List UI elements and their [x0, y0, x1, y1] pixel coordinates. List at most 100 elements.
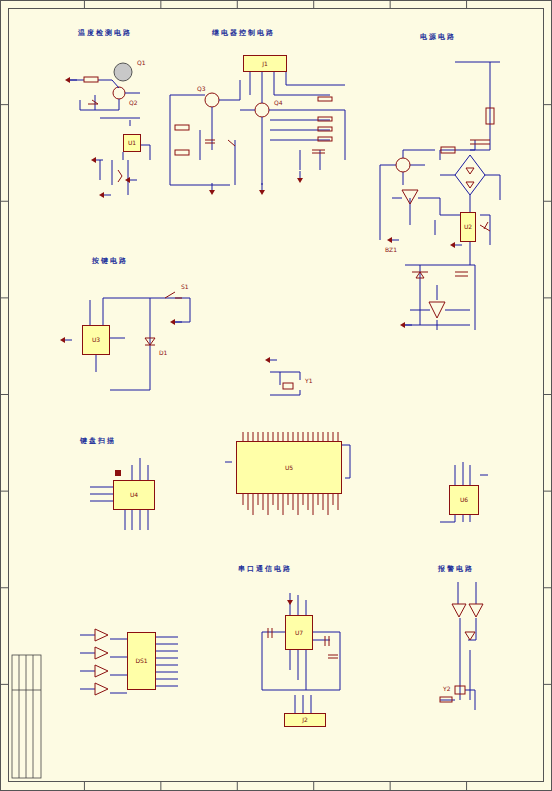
mcu-pin: [323, 494, 324, 510]
part-designator: U4: [130, 492, 138, 498]
mcu-pin: [278, 432, 279, 441]
segment-line: [156, 637, 178, 638]
frame-ticks: [84, 0, 85, 8]
crystal-circuit: [270, 372, 300, 395]
display-circuit: [95, 629, 108, 695]
mcu-pin: [303, 494, 304, 505]
temp-circuit: [118, 170, 122, 182]
frame-ticks: [544, 394, 552, 395]
frame-ticks: [466, 0, 467, 8]
mcu-pin: [278, 494, 279, 510]
part-designator: U3: [92, 337, 100, 343]
mcu-pin: [298, 432, 299, 441]
frame-ticks: [390, 0, 391, 8]
ic-package: U2: [460, 212, 476, 242]
frame-ticks: [544, 104, 552, 105]
driver-circuit: [205, 93, 219, 107]
segment-line: [156, 679, 178, 680]
power-circuit: [480, 222, 490, 231]
mcu-pin: [253, 432, 254, 441]
power-circuit: [470, 140, 490, 144]
schematic-drawing: [259, 183, 265, 195]
temp-circuit: [113, 87, 125, 99]
mcu-pin: [283, 432, 284, 441]
aux-circuit: [440, 462, 488, 522]
mcu-pin: [243, 494, 244, 505]
alarm-circuit: [465, 632, 475, 640]
alarm-circuit: [440, 582, 483, 710]
display-circuit: [80, 635, 127, 693]
segment-line: [156, 637, 178, 686]
frame-ticks: [390, 782, 391, 791]
part-designator: U1: [128, 140, 136, 146]
part-designator: Y1: [304, 378, 313, 384]
schematic-drawing: [265, 357, 277, 363]
ic-package: DS1: [127, 632, 156, 690]
sheet-frame: [9, 9, 544, 782]
mcu-pin: [288, 494, 289, 505]
part-designator: J1: [262, 61, 268, 67]
mcu-pin: [293, 494, 294, 510]
key-circuit: [165, 292, 182, 298]
frame-ticks: [160, 0, 161, 8]
schematic-drawing: [91, 157, 103, 163]
temp-circuit: [88, 100, 98, 104]
mcu-pin: [333, 432, 334, 441]
segment-line: [156, 672, 178, 673]
part-designator: Y2: [442, 686, 451, 692]
power-circuit: [380, 62, 500, 330]
driver-circuit: [318, 137, 332, 141]
mcu-pin: [308, 494, 309, 510]
mcu-pin: [268, 494, 269, 515]
section-title: 继电器控制电路: [212, 30, 275, 37]
mcu-pin: [273, 494, 274, 505]
mcu-pin: [313, 494, 314, 515]
frame-ticks: [0, 394, 8, 395]
mcu-pin: [248, 494, 249, 510]
temp-circuit: [114, 63, 132, 81]
mcu-pin: [253, 494, 254, 515]
title-block: [12, 655, 41, 778]
section-title: 电源电路: [420, 34, 456, 41]
driver-circuit: [255, 103, 269, 117]
temp-circuit: [70, 63, 150, 195]
segment-line: [156, 665, 178, 666]
mcu-pin: [283, 494, 284, 515]
segment-line: [156, 658, 178, 659]
driver-circuit: [318, 97, 332, 101]
mcu-pin: [248, 432, 249, 441]
section-title: 按键电路: [92, 258, 128, 265]
ic-package: J2: [284, 713, 326, 727]
driver-circuit: [175, 150, 189, 155]
part-designator: D1: [158, 350, 168, 356]
frame-ticks: [237, 782, 238, 791]
driver-circuit: [175, 125, 189, 130]
frame-ticks: [0, 104, 8, 105]
driver-circuit: [170, 72, 345, 185]
frame-ticks: [237, 0, 238, 8]
part-designator: U5: [285, 465, 293, 471]
frame-ticks: [313, 782, 314, 791]
frame-ticks: [0, 201, 8, 202]
ic-package: U5: [236, 441, 342, 494]
schematic-drawing: [287, 593, 293, 605]
frame-ticks: [160, 782, 161, 791]
aux-circuit: [440, 462, 488, 522]
power-circuit: [402, 190, 418, 204]
mcu-pin: [258, 432, 259, 441]
schematic-drawing: [387, 237, 399, 243]
mcu-pin: [318, 494, 319, 505]
frame-ticks: [544, 201, 552, 202]
power-circuit: [441, 147, 455, 153]
mcu-pin: [318, 432, 319, 441]
section-title: 报警电路: [438, 566, 474, 573]
mcu-pin: [243, 432, 244, 441]
ic-package: U7: [285, 615, 313, 650]
ic-package: J1: [243, 55, 287, 72]
